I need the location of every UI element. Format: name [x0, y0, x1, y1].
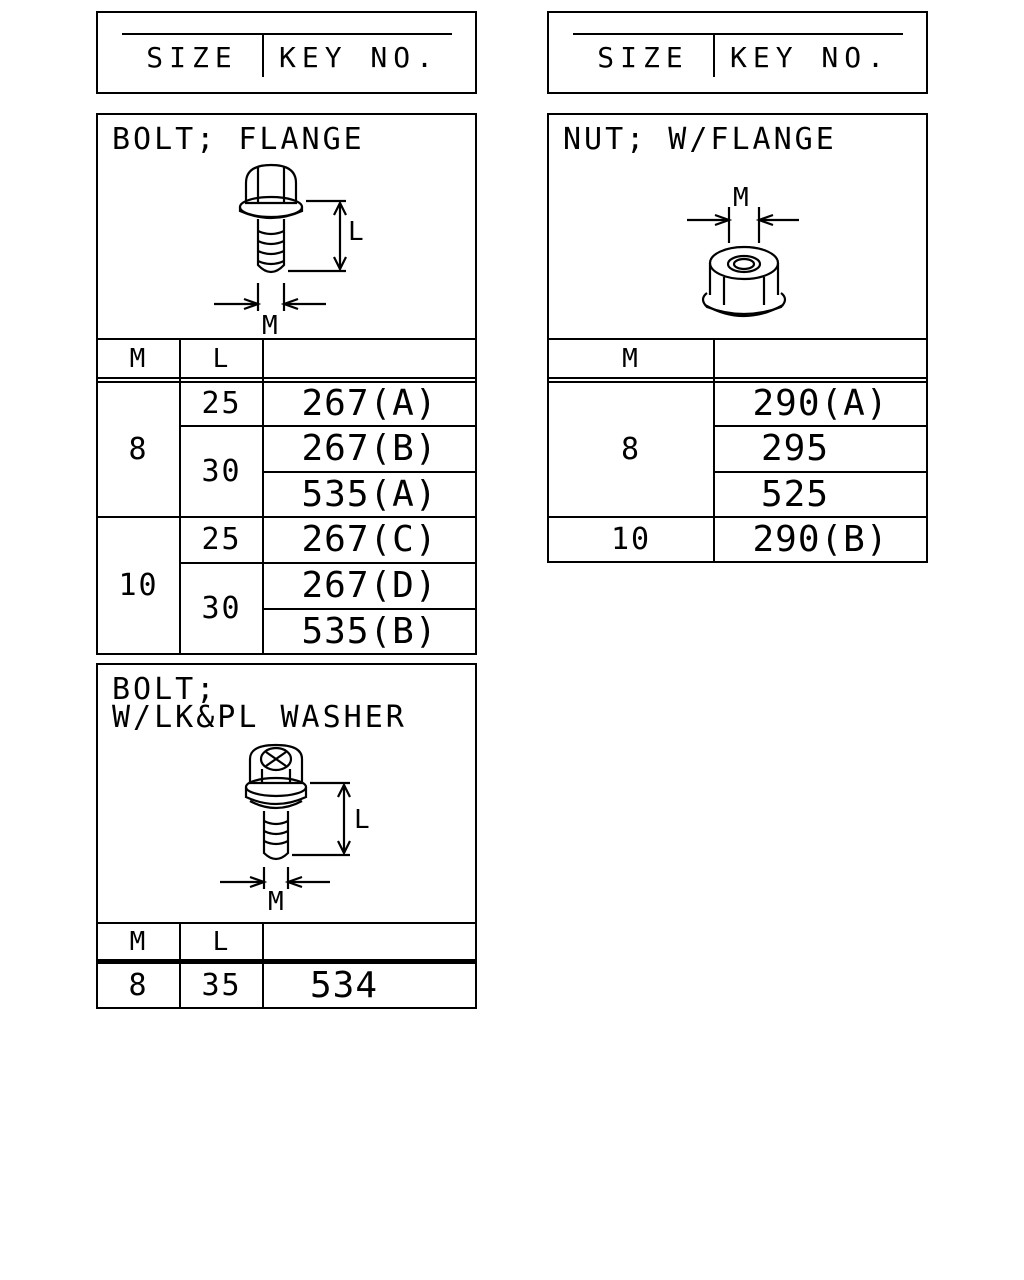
l-value: 25 — [201, 386, 242, 421]
l-value: 30 — [201, 590, 242, 626]
key-number: 267(B) — [301, 428, 438, 469]
size-key-header-left: SIZE KEY NO. — [96, 11, 477, 94]
bolt-washer-dim-l: L — [354, 805, 372, 835]
size-label: SIZE — [146, 41, 238, 74]
key-number: 290(A) — [752, 383, 889, 424]
nut-dim-m: M — [733, 183, 751, 213]
flange-bolt-icon — [214, 163, 347, 311]
m-value: 10 — [118, 567, 159, 603]
nut-flange-panel: NUT; W/FLANGE M M 8 — [547, 113, 928, 563]
key-number: 535(A) — [301, 473, 438, 515]
col-m-header: M — [129, 343, 148, 374]
washer-bolt-icon — [220, 743, 351, 889]
flange-nut-icon — [687, 207, 799, 318]
key-number: 534 — [309, 964, 379, 1006]
l-value: 25 — [201, 522, 242, 557]
bolt-flange-panel: BOLT; FLANGE — [96, 113, 477, 655]
m-value: 10 — [610, 521, 652, 557]
key-number: 535(B) — [301, 610, 438, 652]
m-value: 8 — [128, 967, 149, 1003]
bolt-flange-dim-m: M — [262, 311, 280, 341]
m-value: 8 — [128, 431, 149, 467]
l-value: 30 — [201, 453, 242, 489]
col-l-header: L — [212, 343, 231, 374]
m-value: 8 — [620, 431, 642, 467]
key-no-label: KEY NO. — [729, 41, 890, 74]
bolt-flange-dim-l: L — [348, 217, 366, 247]
key-number: 295 — [760, 428, 830, 469]
nut-flange-title: NUT; W/FLANGE — [563, 122, 837, 157]
bolt-flange-title: BOLT; FLANGE — [112, 122, 365, 157]
col-l-header: L — [212, 926, 231, 957]
size-label: SIZE — [597, 41, 689, 74]
key-number: 267(D) — [301, 565, 438, 606]
bolt-washer-dim-m: M — [268, 887, 286, 917]
bolt-washer-panel: BOLT; W/LK&PL WASHER — [96, 663, 477, 1009]
key-number: 290(B) — [752, 518, 889, 560]
size-key-header-right: SIZE KEY NO. — [547, 11, 928, 94]
bolt-washer-title-line1: BOLT; — [112, 672, 218, 707]
bolt-washer-title-line2: W/LK&PL WASHER — [112, 700, 407, 735]
l-value: 35 — [201, 967, 242, 1003]
key-number: 267(A) — [301, 383, 438, 424]
col-m-header: M — [622, 343, 640, 374]
key-number: 525 — [760, 473, 830, 515]
col-m-header: M — [129, 926, 148, 957]
key-number: 267(C) — [301, 519, 438, 560]
key-no-label: KEY NO. — [278, 41, 439, 74]
